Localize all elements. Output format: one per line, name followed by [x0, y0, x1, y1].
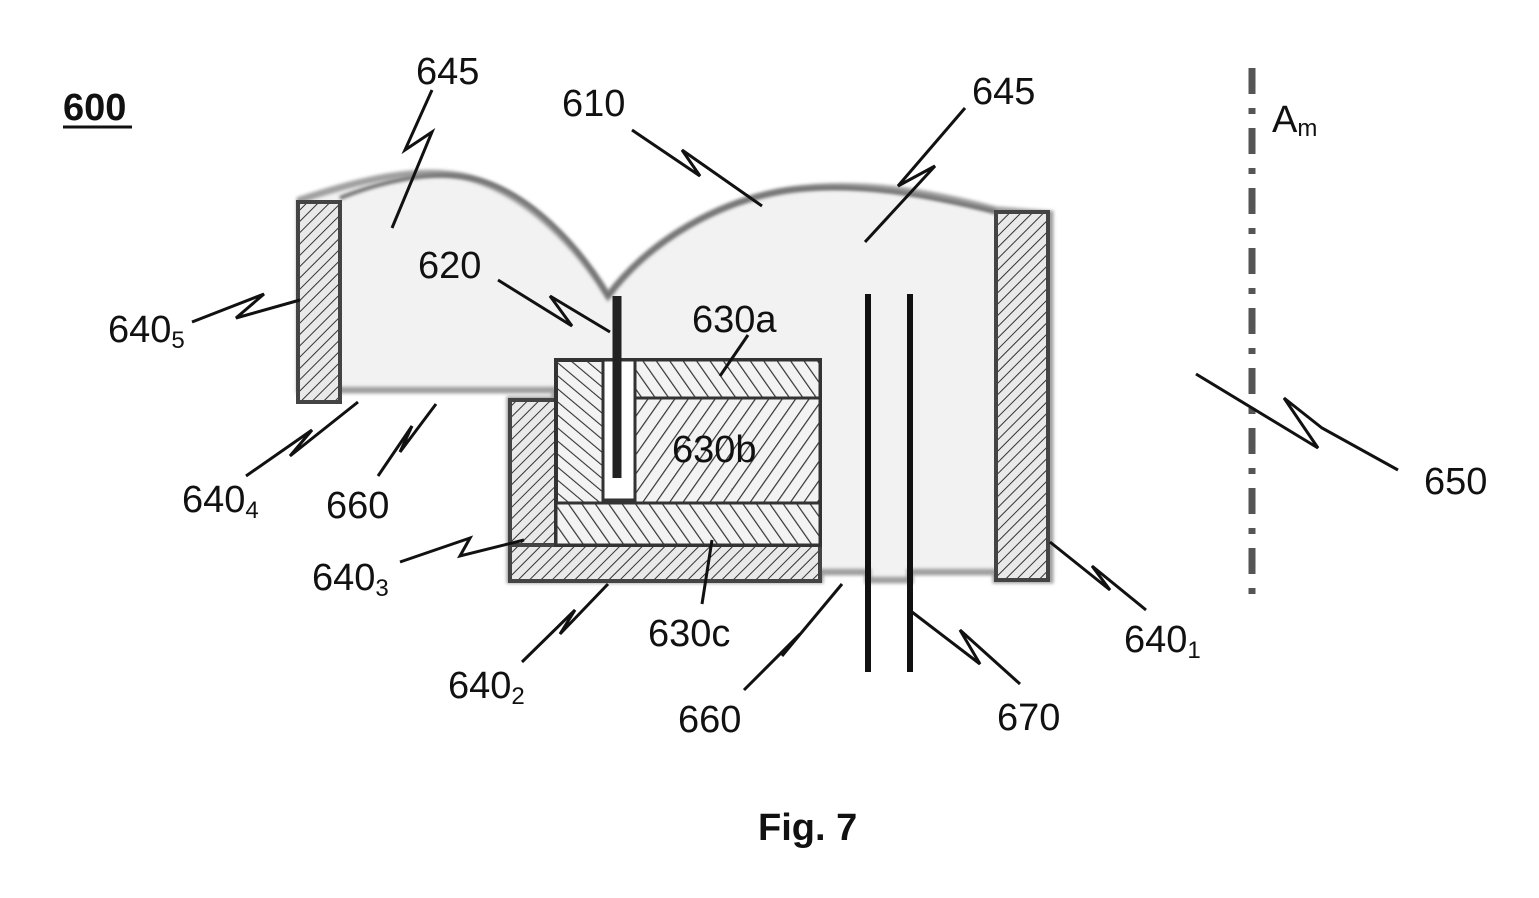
leader-640-4 — [245, 400, 359, 478]
leader-640-3 — [399, 535, 525, 564]
figure-number-label: 600 — [63, 87, 126, 129]
leader-640-1 — [1049, 540, 1147, 612]
leader-620 — [497, 278, 611, 334]
axis-label-am: Am — [1272, 99, 1317, 142]
leader-650 — [1195, 372, 1399, 472]
label-660-right: 660 — [678, 699, 741, 741]
label-630c: 630c — [648, 613, 730, 655]
leader-630a — [718, 334, 750, 377]
leader-645-left — [390, 89, 436, 229]
label-610: 610 — [562, 83, 625, 125]
leader-lines — [191, 89, 1399, 692]
label-640-3: 6403 — [312, 557, 389, 602]
leader-660-right — [742, 583, 844, 692]
figure-caption: Fig. 7 — [758, 807, 857, 849]
core-630a — [628, 358, 822, 400]
leader-640-5 — [191, 292, 301, 324]
leader-645-right — [863, 107, 967, 244]
leader-670 — [911, 610, 1022, 686]
label-645-right: 645 — [972, 71, 1035, 113]
leader-660-left — [376, 403, 438, 477]
label-670: 670 — [997, 697, 1060, 739]
label-620: 620 — [418, 245, 481, 287]
label-640-4: 6404 — [182, 479, 259, 524]
label-630a: 630a — [692, 299, 777, 341]
wall-640-5 — [296, 200, 342, 404]
leader-630c — [700, 539, 714, 605]
leader-640-2 — [520, 582, 610, 664]
label-650: 650 — [1424, 461, 1487, 503]
wall-640-2 — [508, 543, 822, 583]
label-630b: 630b — [672, 429, 757, 471]
label-640-1: 6401 — [1124, 619, 1201, 664]
label-645-left: 645 — [416, 51, 479, 93]
label-660-left: 660 — [326, 485, 389, 527]
label-640-2: 6402 — [448, 665, 525, 710]
leader-610 — [631, 128, 763, 208]
top-membrane-610 — [339, 173, 997, 300]
core-630c-bottom — [554, 501, 822, 547]
label-640-5: 6405 — [108, 309, 185, 354]
wall-640-1 — [994, 210, 1050, 582]
core-assembly — [554, 358, 822, 547]
